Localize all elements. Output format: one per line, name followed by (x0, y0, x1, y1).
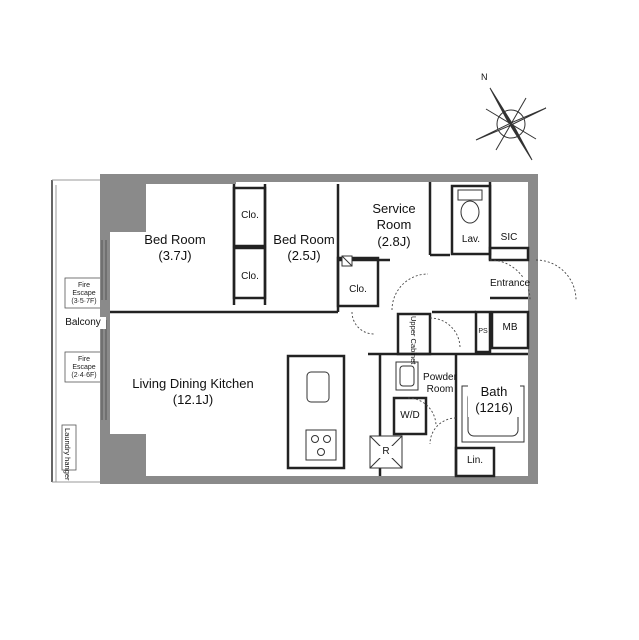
service-room-size: (2.8J) (377, 233, 411, 249)
fire-escape-1-text: Fire Escape (72, 282, 96, 298)
toilet-icon (457, 189, 483, 224)
compass-north-label: N (481, 72, 488, 82)
windows (101, 240, 107, 420)
mb-label: MB (502, 322, 518, 333)
compass-rose-icon (475, 87, 547, 161)
door-swings (351, 259, 577, 445)
ldk-size: (12.1J) (172, 392, 214, 408)
powder-room-label: Powder Room (418, 372, 462, 396)
powder-room-name-2: Room (426, 384, 454, 395)
service-room-name-2: Room (376, 217, 412, 233)
bedroom-1-name: Bed Room (144, 232, 206, 247)
structural-walls (100, 174, 538, 484)
laundry-hanger-label: Laundry hanger (62, 428, 72, 481)
cooktop-icon (305, 429, 337, 461)
balcony-area (51, 179, 104, 483)
lav-label: Lav. (461, 234, 481, 245)
upper-cabinet-label: Upper Cabinet (408, 316, 418, 365)
fire-escape-1-label: Fire Escape (3·5·7F) (66, 282, 102, 306)
bedroom-2-size: (2.5J) (287, 248, 321, 264)
kitchen-sink-icon (306, 371, 330, 403)
bath-name: Bath (480, 384, 508, 399)
bath-label: Bath (1216) (468, 384, 520, 417)
fire-escape-2-text: Fire Escape (72, 356, 96, 372)
fire-escape-2-label: Fire Escape (2·4·6F) (66, 356, 102, 380)
fire-escape-hatch-1 (64, 277, 104, 309)
entrance-label: Entrance (490, 278, 531, 290)
powder-room-name: Powder (423, 372, 457, 383)
closet-label-b: Clo. (241, 271, 259, 282)
fire-escape-1-floors: (3·5·7F) (71, 298, 97, 306)
bedroom-2-label: Bed Room (2.5J) (266, 232, 342, 265)
refrigerator-label: R (376, 446, 396, 458)
service-room-label: Service Room (2.8J) (354, 201, 434, 250)
laundry-hanger-box (61, 424, 77, 471)
service-room-name: Service (372, 201, 416, 216)
bedroom-1-label: Bed Room (3.7J) (133, 232, 217, 265)
fire-escape-2-floors: (2·4·6F) (71, 372, 97, 380)
bath-size: (1216) (475, 400, 513, 416)
sic-label: SIC (500, 232, 518, 243)
refrigerator-icon (369, 435, 403, 469)
bedroom-2-name: Bed Room (273, 232, 335, 247)
balcony-label: Balcony (60, 317, 106, 329)
linen-closet-label: Lin. (466, 455, 484, 466)
panel-box-icon (341, 255, 353, 267)
bedroom-1-size: (3.7J) (158, 248, 192, 264)
ldk-name: Living Dining Kitchen (132, 376, 254, 391)
interior-walls (110, 182, 530, 478)
closet-label-a: Clo. (241, 210, 259, 221)
washer-dryer-label: W/D (400, 410, 420, 421)
ps-label: PS (478, 328, 488, 335)
washbasin-icon (395, 361, 419, 391)
closet-label-c: Clo. (349, 284, 367, 295)
ldk-label: Living Dining Kitchen (12.1J) (108, 376, 278, 409)
